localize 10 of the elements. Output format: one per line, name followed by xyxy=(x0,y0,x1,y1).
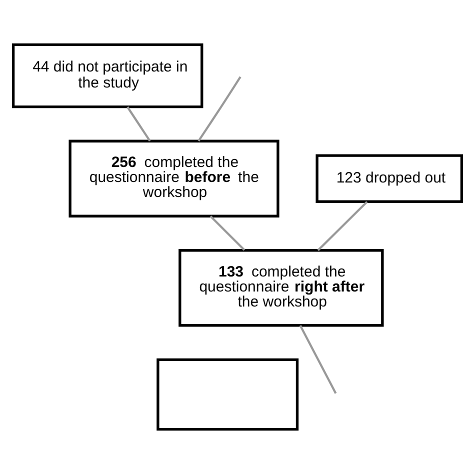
connector xyxy=(209,215,245,251)
connector xyxy=(126,106,150,142)
node-box: 123 dropped out xyxy=(315,154,463,203)
node-box: 133 completed the questionnaire right after the workshop xyxy=(178,249,384,327)
connector xyxy=(316,201,368,252)
node-box: 256 completed the questionnaire before the workshop xyxy=(68,140,279,218)
connector xyxy=(197,76,241,142)
connector xyxy=(298,325,336,394)
node-box: 44 did not participate in the study xyxy=(11,43,203,108)
node-box xyxy=(156,358,298,431)
